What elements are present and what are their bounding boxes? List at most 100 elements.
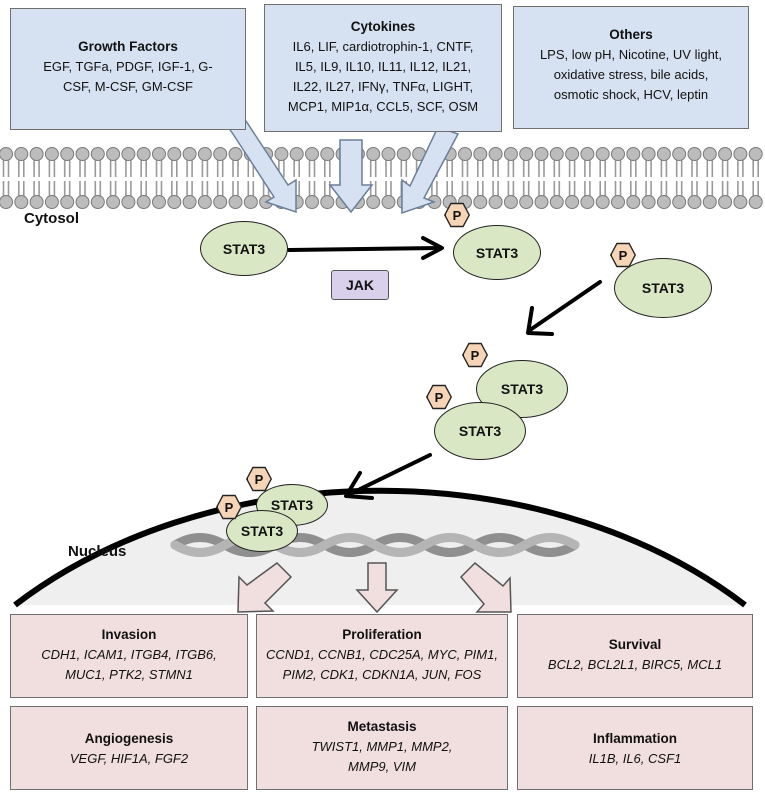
lipid-head [14, 195, 29, 209]
lipid-head [565, 147, 580, 161]
survival-genes: BCL2, BCL2L1, BIRC5, MCL1 [547, 657, 723, 672]
cytokines-line: IL6, LIF, cardiotrophin-1, CNTF, [292, 39, 474, 54]
lipid-head [488, 147, 503, 161]
lipid-tail [553, 181, 561, 196]
lipid-tail [186, 181, 193, 196]
lipid-tail [446, 160, 453, 177]
metastasis-box: Metastasis TWIST1, MMP1, MMP2, MMP9, VIM [256, 706, 508, 790]
lipid-head [305, 195, 319, 209]
lipid-tail [369, 160, 377, 177]
lipid-tail [94, 160, 102, 177]
stat3-phosphorylated-alt: STAT3 [614, 258, 712, 318]
lipid-tail [63, 160, 71, 177]
lipid-head [289, 147, 304, 161]
lipid-tail [568, 160, 576, 177]
lipid-head [106, 147, 121, 161]
lipid-tail [630, 160, 637, 177]
lipid-tail [79, 181, 86, 196]
lipid-tail [737, 181, 744, 196]
cytosol-label: Cytosol [24, 210, 80, 227]
lipid-tail [614, 181, 622, 196]
survival-box: Survival BCL2, BCL2L1, BIRC5, MCL1 [517, 614, 753, 698]
phosphate-group: P [444, 202, 470, 228]
proliferation-title: Proliferation [342, 627, 422, 642]
lipid-tail [752, 160, 759, 177]
lipid-head [44, 147, 59, 161]
lipid-head [167, 147, 182, 161]
lipid-head [549, 147, 564, 161]
phosphate-label: P [463, 344, 487, 366]
lipid-head [136, 195, 151, 209]
others-line: LPS, low pH, Nicotine, UV light, [539, 47, 723, 62]
lipid-tail [599, 181, 606, 196]
lipid-tail [48, 181, 56, 196]
angiogenesis-genes: VEGF, HIF1A, FGF2 [69, 751, 189, 766]
lipid-head [228, 147, 243, 161]
lipid-tail [630, 181, 637, 196]
phosphate-label: P [427, 386, 451, 408]
stat3-inactive: STAT3 [200, 221, 288, 276]
lipid-head [534, 195, 549, 209]
inflammation-genes: IL1B, IL6, CSF1 [588, 751, 682, 766]
lipid-head [626, 147, 641, 161]
lipid-head [320, 195, 335, 209]
stat3-nuclear-dimer-lower: STAT3 [226, 510, 298, 552]
invasion-genes: MUC1, PTK2, STMN1 [65, 667, 193, 682]
lipid-tail [18, 181, 25, 196]
phosphate-group: P [246, 466, 272, 492]
lipid-tail [201, 181, 209, 196]
lipid-tail [645, 160, 652, 177]
lipid-tail [2, 181, 10, 196]
stat3-phosphorylated: STAT3 [453, 225, 541, 280]
lipid-head [672, 195, 687, 209]
dimerization-arrow [528, 280, 602, 332]
phosphate-label: P [611, 244, 635, 266]
lipid-tail [171, 160, 178, 177]
lipid-head [274, 147, 289, 161]
lipid-tail [584, 160, 591, 177]
lipid-head [29, 147, 44, 161]
lipid-head [182, 195, 197, 209]
phosphate-label: P [445, 204, 469, 226]
growth-factors-title: Growth Factors [78, 39, 178, 54]
phosphate-group: P [462, 342, 488, 368]
lipid-tail [94, 181, 102, 196]
lipid-head [519, 147, 534, 161]
cytokine-arrow [328, 139, 374, 214]
phosphate-label: P [247, 468, 271, 490]
lipid-tail [33, 181, 40, 196]
arrow-to-invasion [237, 562, 293, 613]
phosphate-label: P [217, 496, 241, 518]
lipid-tail [477, 181, 484, 196]
lipid-head [549, 195, 564, 209]
survival-title: Survival [608, 637, 662, 652]
cytokines-title: Cytokines [350, 19, 416, 34]
lipid-head [29, 195, 44, 209]
lipid-tail [507, 160, 515, 177]
cytokines-line: MCP1, MIP1α, CCL5, SCF, OSM [287, 99, 479, 114]
proliferation-genes: PIM2, CDK1, CDKN1A, JUN, FOS [282, 667, 482, 682]
lipid-head [626, 195, 641, 209]
lipid-head [90, 147, 105, 161]
lipid-head [60, 147, 75, 161]
lipid-head [136, 147, 151, 161]
lipid-tail [140, 160, 147, 177]
lipid-head [718, 147, 733, 161]
lipid-head [656, 147, 671, 161]
lipid-tail [752, 181, 759, 196]
lipid-tail [461, 160, 469, 177]
lipid-tail [507, 181, 515, 196]
lipid-head [121, 147, 136, 161]
lipid-tail [324, 181, 331, 196]
nucleus-label: Nucleus [68, 543, 127, 560]
lipid-tail [400, 160, 408, 177]
jak-phosphorylation-arrow [287, 246, 442, 252]
lipid-head [458, 147, 472, 161]
lipid-tail [186, 160, 193, 177]
lipid-tail [232, 160, 239, 177]
lipid-head [75, 147, 90, 161]
lipid-head [611, 147, 625, 161]
lipid-tail [645, 181, 652, 196]
